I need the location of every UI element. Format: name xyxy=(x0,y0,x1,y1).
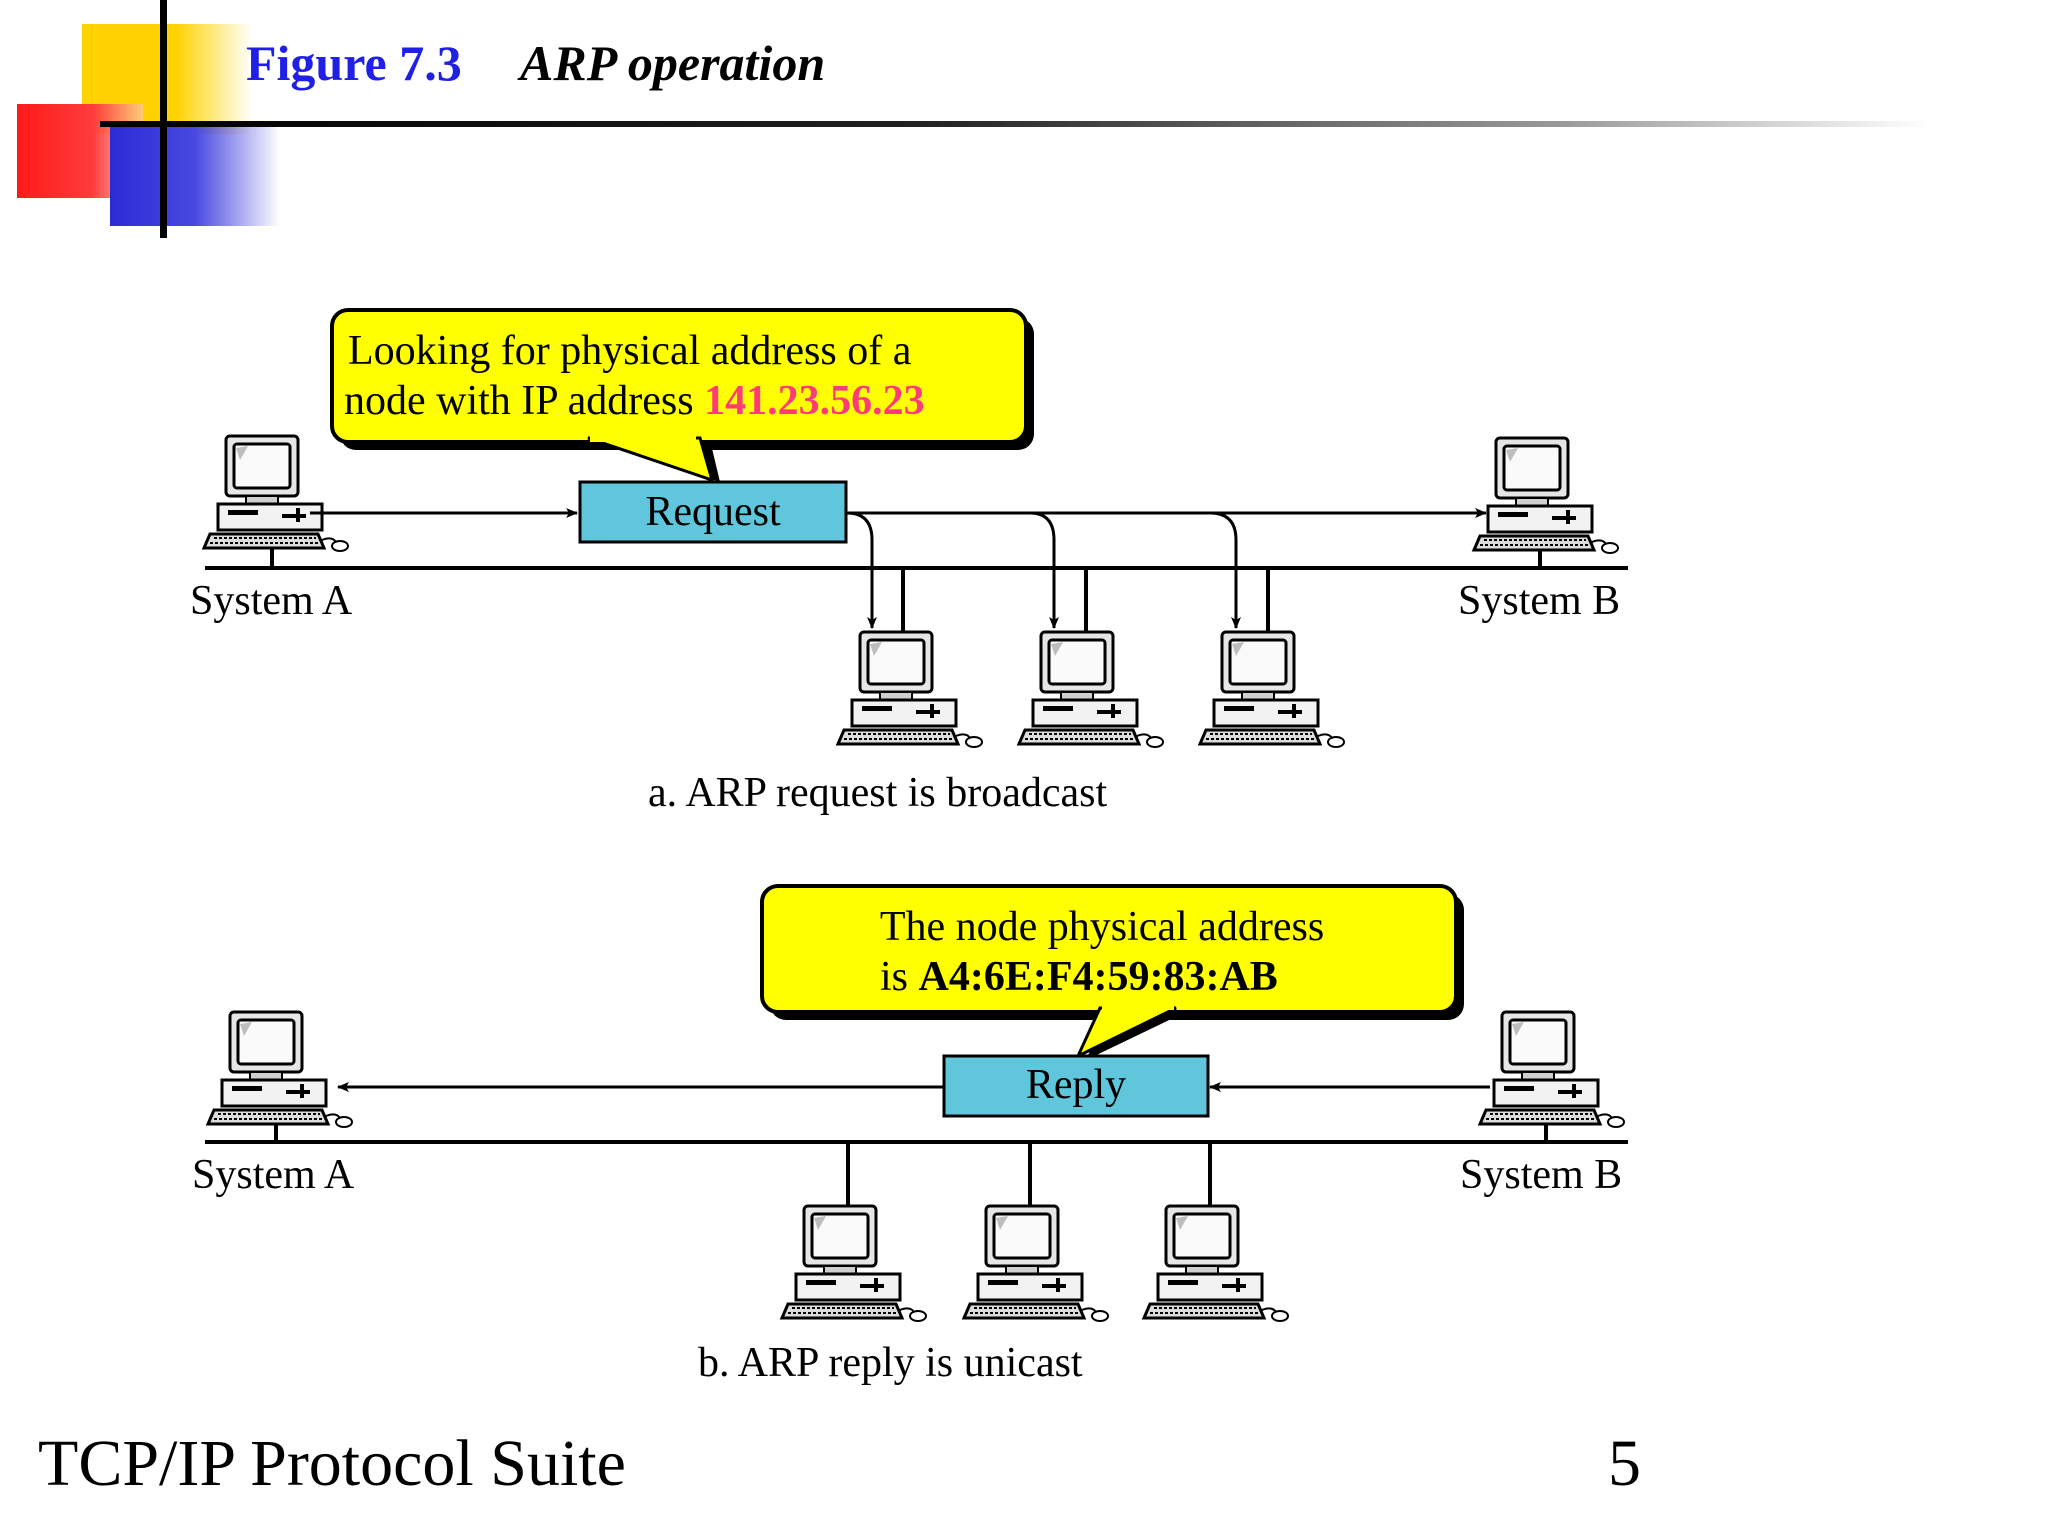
request-callout-line1: Looking for physical address of a xyxy=(348,328,912,374)
ip-address: 141.23.56.23 xyxy=(704,378,925,424)
decor-blue-square xyxy=(110,126,280,226)
reply-callout-line2: is A4:6E:F4:59:83:AB xyxy=(880,954,1278,1000)
request-callout-line2: node with IP address 141.23.56.23 xyxy=(344,378,925,424)
reply-box xyxy=(942,1054,1210,1118)
request-callout: Looking for physical address of a node w… xyxy=(330,308,1034,483)
broadcast-arrow-1 xyxy=(846,511,877,629)
system-a-computer xyxy=(202,434,350,553)
node-computer-b2 xyxy=(962,1204,1110,1323)
system-b-computer-b xyxy=(1478,1010,1626,1129)
broadcast-arrow-2 xyxy=(1029,511,1059,629)
decor-title-underline xyxy=(100,121,1930,127)
decor-vertical-line xyxy=(160,0,167,238)
reply-callout-line1: The node physical address xyxy=(880,904,1324,950)
figure-title: ARP operation xyxy=(520,35,826,91)
reply-label: Reply xyxy=(1026,1062,1126,1108)
panel-b: The node physical address is A4:6E:F4:59… xyxy=(192,884,1628,1386)
system-b-computer xyxy=(1472,436,1620,555)
mac-address: A4:6E:F4:59:83:AB xyxy=(919,954,1278,1000)
system-a-label-b: System A xyxy=(192,1152,355,1198)
node-computer-a3 xyxy=(1198,630,1346,749)
node-computer-b3 xyxy=(1142,1204,1290,1323)
node-computer-a1 xyxy=(836,630,984,749)
node-computer-a2 xyxy=(1017,630,1165,749)
node-computer-b1 xyxy=(780,1204,928,1323)
page-number: 5 xyxy=(1608,1427,1641,1500)
caption-a: a. ARP request is broadcast xyxy=(648,770,1108,816)
reply-callout: The node physical address is A4:6E:F4:59… xyxy=(760,884,1464,1060)
system-b-label: System B xyxy=(1458,578,1620,624)
system-a-label: System A xyxy=(190,578,353,624)
caption-b: b. ARP reply is unicast xyxy=(698,1340,1083,1386)
system-a-computer-b xyxy=(206,1010,354,1129)
broadcast-arrow-3 xyxy=(1209,511,1241,629)
request-callout-line2-prefix: node with IP address xyxy=(344,378,704,424)
figure-number: Figure 7.3 xyxy=(246,35,462,91)
request-box xyxy=(578,480,848,544)
panel-a: Looking for physical address of a node w… xyxy=(190,308,1628,816)
footer-title: TCP/IP Protocol Suite xyxy=(38,1427,626,1500)
reply-callout-line2-prefix: is xyxy=(880,954,919,1000)
system-b-label-b: System B xyxy=(1460,1152,1622,1198)
request-label: Request xyxy=(645,489,781,535)
